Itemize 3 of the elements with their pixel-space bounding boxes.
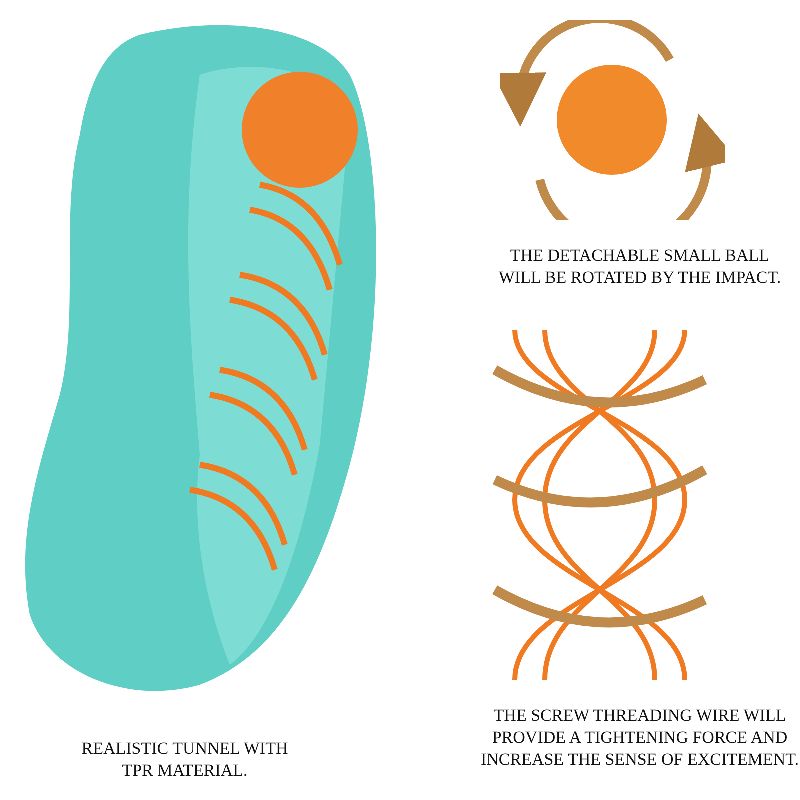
caption-text: REALISTIC TUNNEL WITH TPR MATERIAL. — [80, 738, 290, 782]
caption-text: THE DETACHABLE SMALL BALL WILL BE ROTATED BY THE IMPACT. — [498, 245, 782, 289]
caption-text: THE SCREW THREADING WIRE WILL PROVIDE A TIGHTENING FORCE AND INCREASE THE SENSE OF EXCITEMENT. — [480, 705, 800, 771]
